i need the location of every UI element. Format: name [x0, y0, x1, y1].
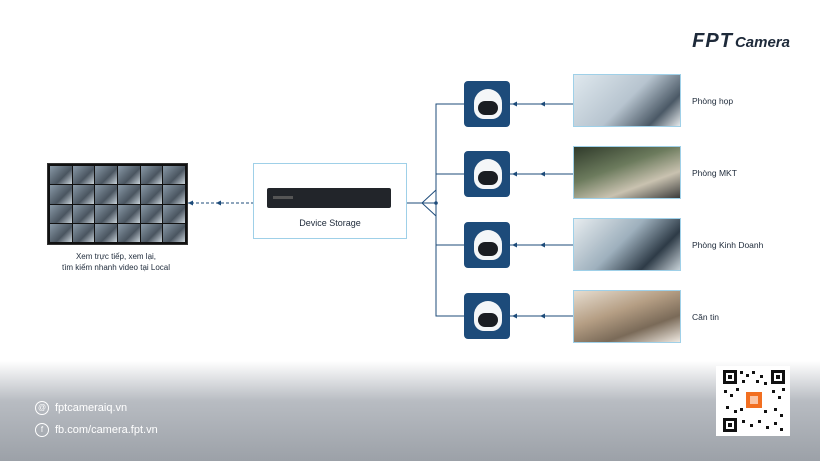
- camera-icon: [464, 151, 510, 197]
- room-label-canteen: Căn tin: [692, 312, 719, 322]
- room-label-sales: Phòng Kinh Doanh: [692, 240, 764, 250]
- room-label-meeting: Phòng họp: [692, 96, 734, 106]
- camera-icon: [464, 222, 510, 268]
- camera-icon: [464, 293, 510, 339]
- brand-fpt: FPT: [692, 30, 733, 52]
- device-storage-box: Device Storage: [253, 163, 407, 239]
- monitor-display: [47, 163, 188, 245]
- monitor-caption-line1: Xem trực tiếp, xem lại,: [75, 252, 157, 261]
- globe-icon: @: [35, 401, 49, 415]
- facebook-icon: f: [35, 423, 49, 437]
- website-contact[interactable]: @ fptcameraiq.vn: [35, 401, 127, 415]
- footer: [0, 361, 820, 461]
- room-photo-canteen: [573, 290, 681, 343]
- room-photo-mkt: [573, 146, 681, 199]
- camera-icon: [464, 81, 510, 127]
- qr-code: [716, 366, 790, 436]
- brand-camera: Camera: [734, 34, 790, 51]
- device-storage-label: Device Storage: [299, 218, 361, 228]
- room-photo-meeting: [573, 74, 681, 127]
- monitor-caption: Xem trực tiếp, xem lại, tìm kiếm nhanh v…: [36, 251, 196, 273]
- nvr-device-icon: [267, 188, 391, 208]
- room-label-mkt: Phòng MKT: [692, 168, 737, 178]
- monitor-caption-line2: tìm kiếm nhanh video tại Local: [61, 263, 171, 272]
- room-photo-sales: [573, 218, 681, 271]
- facebook-link[interactable]: fb.com/camera.fpt.vn: [55, 424, 158, 436]
- facebook-contact[interactable]: f fb.com/camera.fpt.vn: [35, 423, 158, 437]
- website-link[interactable]: fptcameraiq.vn: [55, 402, 128, 414]
